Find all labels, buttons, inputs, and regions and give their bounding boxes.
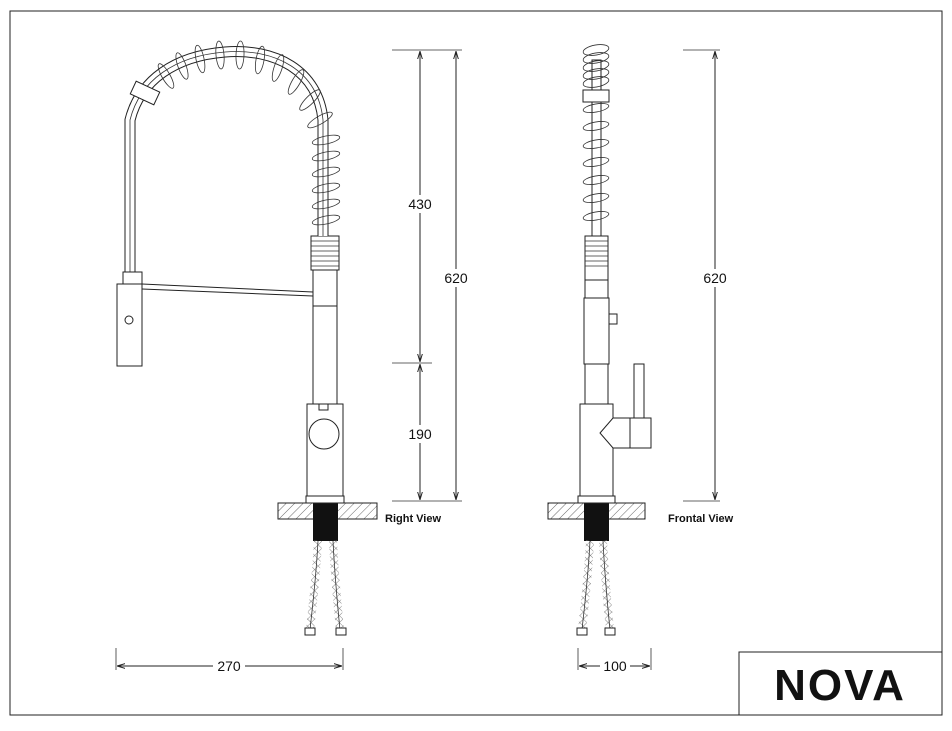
right-shank: [313, 503, 338, 541]
front-sprayhead-dock: [584, 279, 609, 299]
front-hose-clamp: [582, 89, 610, 103]
dim-label-100: 100: [603, 658, 627, 674]
right-body: [306, 403, 344, 497]
right-holder-arm: [141, 283, 314, 293]
right-hose-fitting-left: [304, 627, 316, 636]
right-sprayhead-top: [122, 271, 143, 285]
front-view-label: Frontal View: [668, 513, 734, 525]
front-lever-base: [629, 417, 652, 449]
right-view-faucet: [116, 40, 378, 636]
front-dimensions: 620 100: [577, 49, 730, 674]
right-base-ring: [305, 495, 345, 504]
front-base-ring: [577, 495, 616, 504]
right-spray-button: [124, 315, 134, 325]
brand-logo: NOVA: [774, 661, 906, 710]
front-view-faucet: [547, 44, 652, 636]
right-view-label: Right View: [385, 513, 441, 525]
right-sprayhead: [116, 283, 143, 367]
dim-label-270: 270: [217, 658, 241, 674]
drawing-frame: [9, 10, 943, 716]
right-hose-fitting-right: [335, 627, 347, 636]
front-shank: [584, 503, 609, 541]
front-hose-fitting-right: [604, 627, 616, 636]
right-spring-base: [310, 235, 340, 271]
right-spring-coils: [157, 40, 341, 226]
right-hose-clamp: [129, 80, 161, 106]
right-collar: [312, 269, 338, 307]
front-hose-fitting-left: [576, 627, 588, 636]
right-cartridge-knob: [308, 418, 340, 450]
front-column: [584, 363, 609, 405]
front-lever-hub: [599, 417, 631, 449]
right-dimensions: 430 190 620 270: [115, 49, 471, 674]
dim-label-190: 190: [408, 426, 432, 442]
title-block: [738, 651, 943, 716]
front-body: [579, 403, 614, 497]
front-spring-coils: [582, 44, 610, 221]
right-column: [312, 304, 338, 405]
dim-label-430: 430: [408, 196, 432, 212]
dim-label-620-front: 620: [703, 270, 727, 286]
front-spring-base: [584, 235, 609, 281]
dim-label-620-right: 620: [444, 270, 468, 286]
front-collar: [583, 297, 610, 365]
front-lever: [633, 363, 645, 419]
right-hose-centerline: [129, 51, 324, 275]
front-button: [608, 313, 618, 325]
